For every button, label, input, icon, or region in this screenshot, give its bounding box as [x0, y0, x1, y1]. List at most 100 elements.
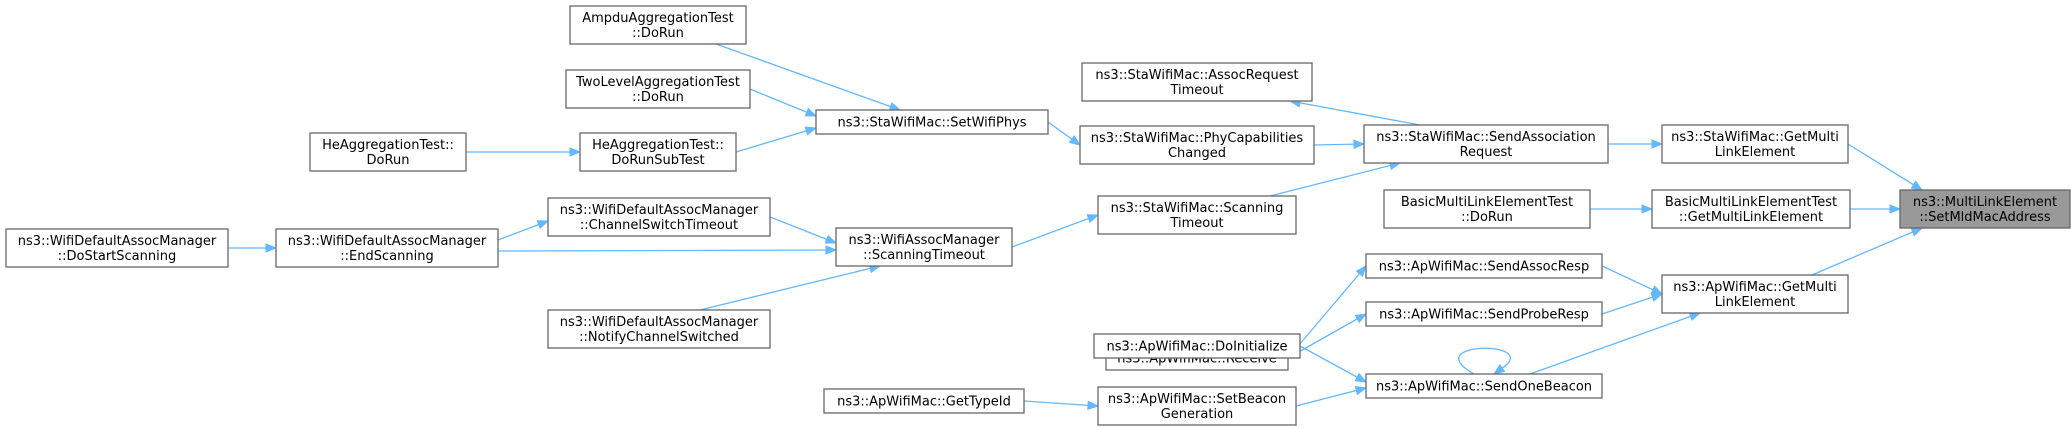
node-label-line: ::SetMldMacAddress: [1919, 210, 2051, 225]
edge-sta-scantimeout-to-sta-sendassoc: [1269, 160, 1402, 197]
node-label-line: DoRun: [367, 153, 410, 168]
node-sta-setwifiphys[interactable]: ns3::StaWifiMac::SetWifiPhys: [815, 109, 1049, 135]
node-basic-getmulti[interactable]: BasicMultiLinkElementTest::GetMultiLinkE…: [1651, 189, 1851, 229]
node-label-line: ::GetMultiLinkElement: [1679, 210, 1823, 225]
node-label-line: ::NotifyChannelSwitched: [579, 330, 739, 345]
node-box: [1365, 373, 1603, 399]
node-label-line: HeAggregationTest::: [322, 138, 454, 153]
node-box: [1097, 386, 1297, 426]
node-label-line: Timeout: [1169, 216, 1223, 231]
node-box: [1093, 333, 1301, 359]
node-label-line: Changed: [1168, 146, 1226, 161]
node-label-line: ns3::StaWifiMac::SetWifiPhys: [837, 116, 1026, 131]
node-box: [579, 132, 737, 172]
node-label-line: ::DoRun: [632, 90, 684, 105]
edge-sta-setwifiphys-to-sta-phycap: [1047, 121, 1082, 146]
node-box: [1365, 301, 1603, 327]
node-box: [1383, 189, 1591, 229]
node-basic-dorun[interactable]: BasicMultiLinkElementTest::DoRun: [1383, 189, 1591, 229]
node-box: [547, 197, 771, 237]
node-ap-getmulti[interactable]: ns3::ApWifiMac::GetMultiLinkElement: [1661, 274, 1849, 314]
edge-ap-sendonebeacon-to-ap-sendonebeacon: [1458, 347, 1512, 375]
node-label-line: ns3::StaWifiMac::SendAssociation: [1376, 130, 1596, 145]
edge-sta-phycap-to-sta-sendassoc: [1313, 139, 1366, 149]
node-twolevel-dorun[interactable]: TwoLevelAggregationTest::DoRun: [565, 69, 751, 109]
node-label-line: ns3::ApWifiMac::GetTypeId: [837, 395, 1011, 410]
node-default-endscanning[interactable]: ns3::WifiDefaultAssocManager::EndScannin…: [275, 228, 499, 268]
node-label-line: ns3::WifiAssocManager: [849, 233, 1001, 248]
node-label-line: ns3::ApWifiMac::SendAssocResp: [1379, 260, 1589, 275]
node-ap-sendproberesp[interactable]: ns3::ApWifiMac::SendProbeResp: [1365, 301, 1603, 327]
node-box: [1899, 189, 2071, 229]
edge-ap-setbeacon-to-ap-sendonebeacon: [1295, 386, 1368, 407]
edge-twolevel-dorun-to-sta-setwifiphys: [749, 88, 818, 117]
node-label-line: ns3::ApWifiMac::SetBeacon: [1108, 392, 1286, 407]
edge-ap-sendonebeacon-to-ap-getmulti: [1529, 312, 1702, 375]
node-box: [309, 132, 467, 172]
node-label-line: ns3::StaWifiMac::AssocRequest: [1095, 68, 1298, 83]
node-assocmgr-scantimeout[interactable]: ns3::WifiAssocManager::ScanningTimeout: [835, 227, 1013, 267]
node-box: [275, 228, 499, 268]
node-ap-doinit[interactable]: ns3::ApWifiMac::DoInitialize: [1093, 333, 1301, 359]
edges-layer: [228, 43, 1924, 411]
node-label-line: BasicMultiLinkElementTest: [1401, 195, 1573, 210]
node-ap-sendonebeacon[interactable]: ns3::ApWifiMac::SendOneBeacon: [1365, 373, 1603, 399]
node-he-dorunsubtest[interactable]: HeAggregationTest::DoRunSubTest: [579, 132, 737, 172]
node-label-line: ns3::WifiDefaultAssocManager: [288, 234, 487, 249]
node-box: [1079, 125, 1315, 165]
edge-default-endscanning-to-default-chswtimeout: [497, 220, 550, 241]
node-box: [815, 109, 1049, 135]
edge-ap-receive-to-ap-sendproberesp: [1287, 313, 1368, 359]
node-label-line: HeAggregationTest::: [592, 138, 724, 153]
edge-default-notifych-to-assocmgr-scantimeout: [699, 263, 882, 311]
edge-ap-doinit-to-ap-sendonebeacon: [1299, 345, 1368, 383]
node-label-line: ns3::WifiDefaultAssocManager: [560, 203, 759, 218]
node-default-notifych[interactable]: ns3::WifiDefaultAssocManager::NotifyChan…: [547, 309, 771, 349]
node-label-line: LinkElement: [1715, 145, 1795, 160]
edge-sta-sendassoc-to-sta-assocreqtimeout: [1288, 98, 1421, 126]
node-label-line: ns3::WifiDefaultAssocManager: [560, 315, 759, 330]
edge-he-dorunsubtest-to-sta-setwifiphys: [735, 126, 818, 153]
edge-default-chswtimeout-to-assocmgr-scantimeout: [769, 216, 838, 244]
node-label-line: ns3::StaWifiMac::Scanning: [1111, 201, 1284, 216]
node-ap-gettypeid[interactable]: ns3::ApWifiMac::GetTypeId: [823, 388, 1025, 414]
edge-ap-sendproberesp-to-ap-getmulti: [1601, 292, 1664, 315]
node-box: [823, 388, 1025, 414]
node-he-dorun[interactable]: HeAggregationTest::DoRun: [309, 132, 467, 172]
node-box: [1661, 274, 1849, 314]
node-label-line: ::ChannelSwitchTimeout: [580, 218, 738, 233]
node-ampdu-dorun[interactable]: AmpduAggregationTest::DoRun: [569, 5, 747, 45]
node-box: [1081, 62, 1313, 102]
node-label-line: LinkElement: [1715, 295, 1795, 310]
node-box: [1363, 124, 1609, 164]
node-label-line: AmpduAggregationTest: [582, 11, 733, 26]
node-root[interactable]: ns3::MultiLinkElement::SetMldMacAddress: [1899, 189, 2071, 229]
node-box: [835, 227, 1013, 267]
edge-sta-sendassoc-to-sta-getmulti: [1608, 139, 1664, 149]
node-ap-sendassocresp[interactable]: ns3::ApWifiMac::SendAssocResp: [1365, 253, 1603, 279]
node-label-line: ::DoRun: [1461, 210, 1513, 225]
node-box: [569, 5, 747, 45]
edge-default-dostartscanning-to-default-endscanning: [228, 243, 278, 253]
edge-basic-dorun-to-basic-getmulti: [1590, 204, 1654, 214]
edge-ap-getmulti-to-root: [1811, 227, 1924, 276]
edge-sta-getmulti-to-root: [1847, 143, 1924, 191]
node-label-line: Request: [1460, 145, 1513, 160]
node-sta-scantimeout[interactable]: ns3::StaWifiMac::ScanningTimeout: [1097, 195, 1297, 235]
node-default-chswtimeout[interactable]: ns3::WifiDefaultAssocManager::ChannelSwi…: [547, 197, 771, 237]
node-label-line: ns3::ApWifiMac::DoInitialize: [1106, 340, 1287, 355]
nodes-layer: ns3::MultiLinkElement::SetMldMacAddressn…: [5, 5, 2071, 426]
node-label-line: ns3::ApWifiMac::GetMulti: [1673, 280, 1837, 295]
node-sta-getmulti[interactable]: ns3::StaWifiMac::GetMultiLinkElement: [1661, 124, 1849, 164]
edge-he-dorun-to-he-dorunsubtest: [466, 147, 582, 157]
node-label-line: BasicMultiLinkElementTest: [1665, 195, 1837, 210]
node-label-line: ns3::StaWifiMac::GetMulti: [1671, 130, 1839, 145]
node-box: [1661, 124, 1849, 164]
node-box: [1651, 189, 1851, 229]
node-label-line: DoRunSubTest: [611, 153, 704, 168]
node-default-dostartscanning[interactable]: ns3::WifiDefaultAssocManager::DoStartSca…: [5, 228, 229, 268]
